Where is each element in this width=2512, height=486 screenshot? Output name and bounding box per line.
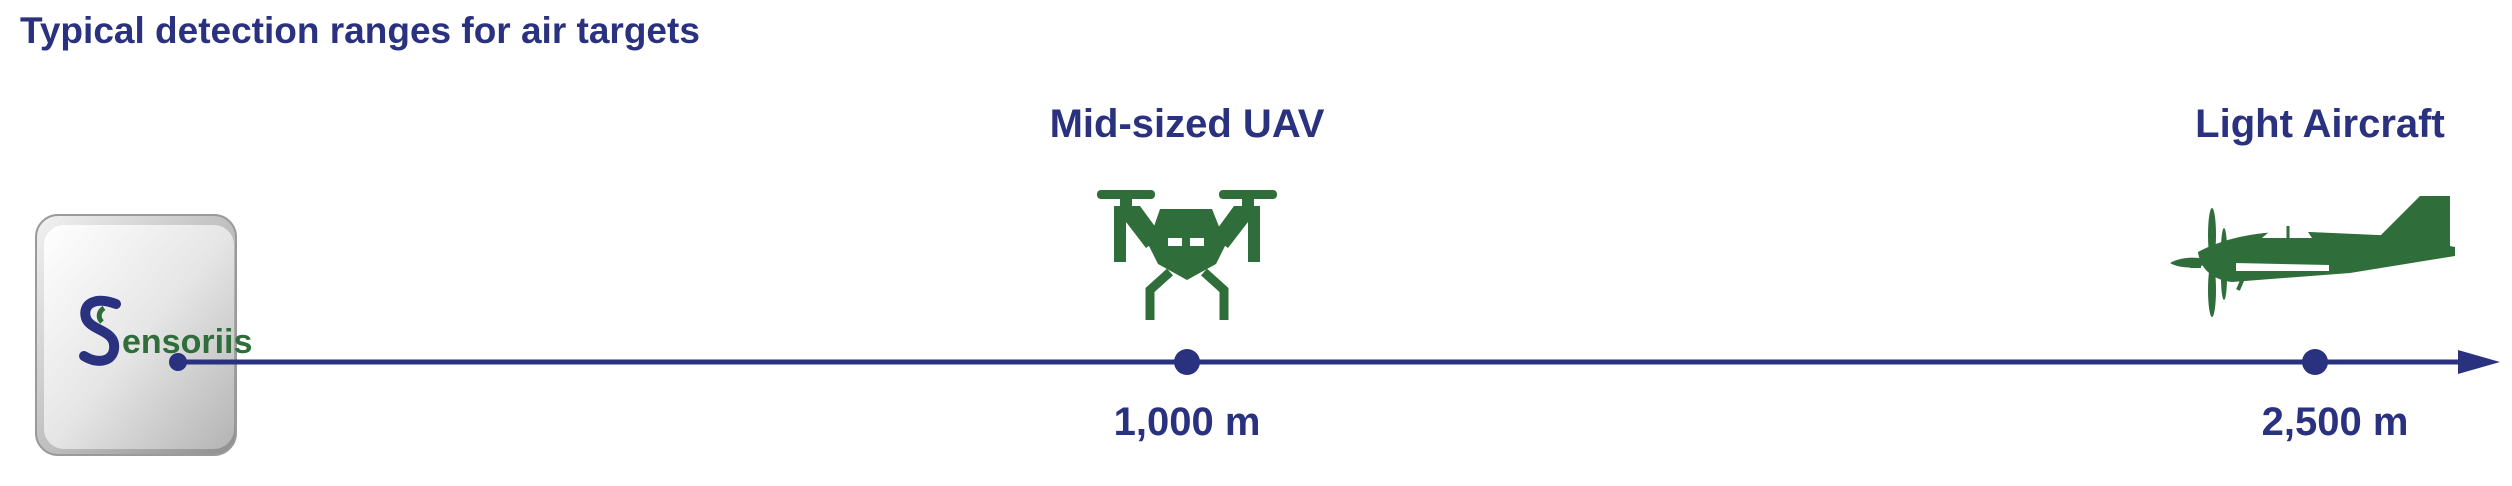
marker-uav bbox=[1174, 349, 1200, 375]
diagram-title: Typical detection ranges for air targets bbox=[20, 10, 700, 51]
target-range-aircraft: 2,500 m bbox=[2261, 400, 2409, 444]
origin-marker bbox=[169, 353, 187, 371]
airplane-icon bbox=[2170, 196, 2455, 317]
marker-aircraft bbox=[2302, 349, 2328, 375]
target-name-aircraft: Light Aircraft bbox=[2195, 102, 2445, 146]
axis-arrowhead bbox=[2458, 350, 2500, 374]
device-brand-text: ensoriis bbox=[122, 323, 252, 361]
sensor-device: ensoriis bbox=[35, 214, 252, 456]
sensoriis-logo-icon bbox=[79, 295, 121, 366]
range-axis bbox=[169, 349, 2500, 375]
drone-icon bbox=[1097, 190, 1277, 320]
target-range-uav: 1,000 m bbox=[1113, 400, 1261, 444]
target-name-uav: Mid-sized UAV bbox=[1049, 102, 1325, 146]
